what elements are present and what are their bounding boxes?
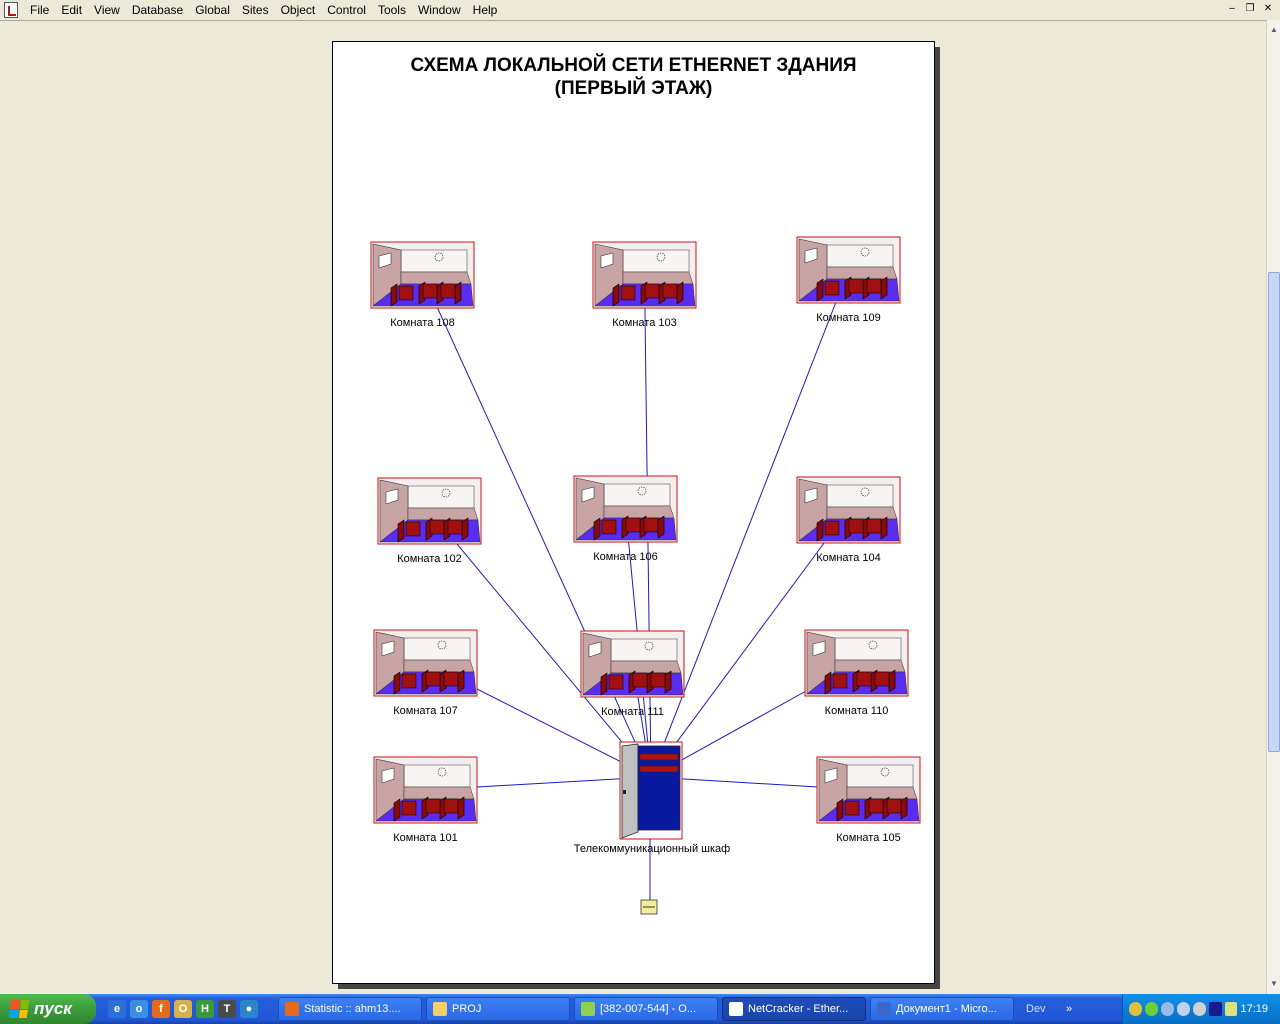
diagram-title-line-1: СХЕМА ЛОКАЛЬНОЙ СЕТИ ETHERNET ЗДАНИЯ [410, 55, 857, 76]
outlook-icon[interactable]: o [130, 1000, 148, 1018]
tray-icon-2[interactable] [1144, 1002, 1158, 1016]
room-106-icon[interactable] [573, 475, 678, 543]
room-101-icon[interactable] [373, 756, 478, 824]
room-105-label: Комната 105 [836, 832, 901, 844]
app-icon[interactable] [4, 2, 18, 18]
room-102-label: Комната 102 [397, 553, 462, 565]
telecom-cabinet-icon[interactable] [619, 741, 683, 840]
taskbar: пуск e o f O H T ● Statistic :: ahm13...… [0, 994, 1280, 1024]
task-statistic[interactable]: Statistic :: ahm13.... [278, 997, 422, 1021]
scroll-thumb[interactable] [1268, 272, 1280, 752]
window-controls: – ❐ ✕ [1224, 2, 1276, 16]
clock: 17:19 [1240, 1003, 1268, 1015]
room-108-label: Комната 108 [390, 317, 455, 329]
scroll-up-icon[interactable]: ▲ [1270, 25, 1278, 34]
room-107-label: Комната 107 [393, 705, 458, 717]
firefox-icon[interactable]: f [152, 1000, 170, 1018]
network-icon[interactable] [1176, 1002, 1190, 1016]
link-room-104[interactable] [650, 509, 849, 778]
chat-icon [581, 1002, 595, 1016]
icq-icon[interactable]: H [196, 1000, 214, 1018]
totalcmd-icon[interactable]: T [218, 1000, 236, 1018]
room-110-icon[interactable] [804, 629, 909, 697]
link-room-102[interactable] [429, 510, 652, 778]
wall-outlet-icon[interactable] [640, 839, 658, 915]
room-109-icon[interactable] [796, 236, 901, 304]
dev-toolbar-label[interactable]: Dev [1026, 1003, 1046, 1015]
menu-help[interactable]: Help [472, 3, 498, 17]
task-proj[interactable]: PROJ [426, 997, 570, 1021]
room-109-label: Комната 109 [816, 312, 881, 324]
firefox-icon [285, 1002, 299, 1016]
room-104-label: Комната 104 [816, 552, 881, 564]
ie-icon[interactable]: e [108, 1000, 126, 1018]
menu-file[interactable]: File [30, 3, 50, 17]
network-diagram [370, 236, 921, 915]
menu-sites[interactable]: Sites [241, 3, 269, 17]
minimize-icon[interactable]: – [1229, 3, 1235, 14]
menu-global[interactable]: Global [195, 3, 230, 17]
menu-tools[interactable]: Tools [377, 3, 406, 17]
room-105-icon[interactable] [816, 756, 921, 824]
room-icons [370, 236, 921, 824]
task-netcracker[interactable]: NetCracker - Ether... [722, 997, 866, 1021]
room-108-icon[interactable] [370, 241, 475, 309]
room-111-label: Комната 111 [601, 706, 664, 718]
chevron-icon[interactable]: » [1066, 1003, 1073, 1015]
diagram-page: СХЕМА ЛОКАЛЬНОЙ СЕТИ ETHERNET ЗДАНИЯ (ПЕ… [332, 41, 935, 984]
room-103-label: Комната 103 [612, 317, 677, 329]
tray-icon-3[interactable] [1160, 1002, 1174, 1016]
task-chat[interactable]: [382-007-544] - O... [574, 997, 718, 1021]
tray-icon-5[interactable] [1192, 1002, 1206, 1016]
room-103-icon[interactable] [592, 241, 697, 309]
vertical-scrollbar[interactable]: ▲ ▼ [1266, 20, 1280, 994]
word-icon [877, 1002, 891, 1016]
room-102-icon[interactable] [377, 477, 482, 545]
task-word[interactable]: Документ1 - Micro... [870, 997, 1014, 1021]
menu-object[interactable]: Object [280, 3, 316, 17]
netcracker-icon [729, 1002, 743, 1016]
menu-bar: File Edit View Database Global Sites Obj… [0, 0, 1280, 20]
menu-window[interactable]: Window [417, 3, 461, 17]
start-button[interactable]: пуск [0, 994, 96, 1024]
restore-icon[interactable]: ❐ [1245, 3, 1255, 14]
cabinet-label: Телекоммуникационный шкаф [573, 843, 731, 855]
room-101-label: Комната 101 [393, 832, 458, 844]
quick-launch: e o f O H T ● [108, 1000, 278, 1018]
room-110-label: Комната 110 [824, 705, 889, 717]
scroll-down-icon[interactable]: ▼ [1270, 979, 1278, 988]
menu-view[interactable]: View [94, 3, 120, 17]
room-104-icon[interactable] [796, 476, 901, 544]
folder-icon [433, 1002, 447, 1016]
room-111-icon[interactable] [580, 630, 685, 698]
tray-icon-7[interactable] [1224, 1002, 1238, 1016]
play-icon[interactable] [1208, 1002, 1222, 1016]
system-tray: 17:19 [1122, 994, 1280, 1024]
diagram-title: СХЕМА ЛОКАЛЬНОЙ СЕТИ ETHERNET ЗДАНИЯ (ПЕ… [333, 54, 934, 100]
close-icon[interactable]: ✕ [1263, 3, 1273, 14]
diagram-title-line-2: (ПЕРВЫЙ ЭТАЖ) [554, 78, 713, 99]
room-107-icon[interactable] [373, 629, 478, 697]
menu-database[interactable]: Database [131, 3, 184, 17]
tray-icon-1[interactable] [1129, 1002, 1142, 1016]
room-106-label: Комната 106 [593, 551, 658, 563]
media-icon[interactable]: ● [240, 1000, 258, 1018]
windows-logo-icon [8, 1000, 30, 1018]
menu-edit[interactable]: Edit [61, 3, 83, 17]
start-label: пуск [34, 999, 72, 1018]
opera-icon[interactable]: O [174, 1000, 192, 1018]
menu-control[interactable]: Control [327, 3, 366, 17]
